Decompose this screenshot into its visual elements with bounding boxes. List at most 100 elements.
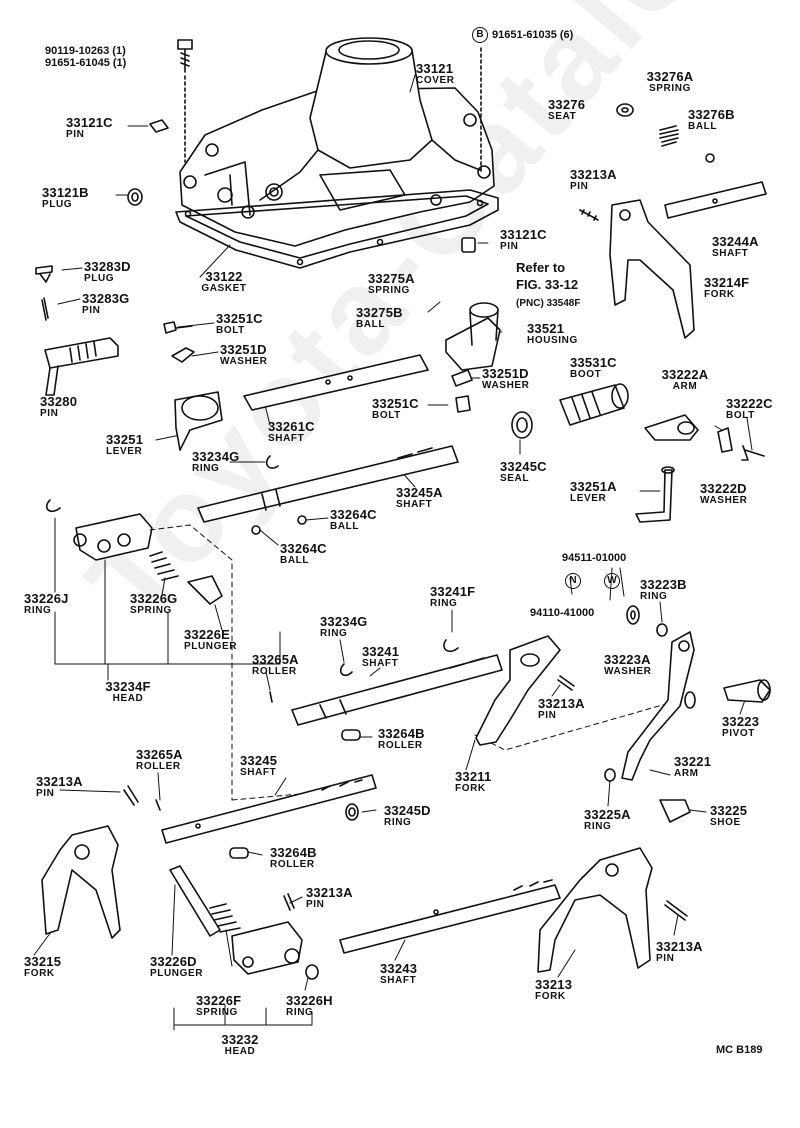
lever-33251a (635, 466, 675, 523)
part-number: 33241F (430, 584, 476, 599)
refer-line1: Refer to (516, 260, 566, 275)
part-number: 33275A (368, 271, 415, 286)
arm-33221 (621, 631, 696, 781)
part-number: 33245 (240, 753, 278, 768)
part-name: PLUNGER (150, 968, 204, 979)
part-name: PIN (82, 305, 101, 316)
part-number: 33234F (105, 679, 151, 694)
part-number: 33225A (584, 807, 631, 822)
part-number: 33121C (66, 115, 113, 130)
shaft-33245 (161, 774, 377, 844)
part-name: RING (640, 591, 668, 602)
part-name: WASHER (700, 495, 748, 506)
part-name: LEVER (570, 493, 607, 504)
part-number: 33214F (704, 275, 750, 290)
part-name: BALL (330, 521, 360, 532)
part-number: 33245C (500, 459, 547, 474)
part-number: 33225 (710, 803, 748, 818)
part-number: 33223A (604, 652, 651, 667)
symbol-n: N (565, 573, 581, 589)
part-number: 33245A (396, 485, 443, 500)
part-number: 33121C (500, 227, 547, 242)
part-name: HOUSING (527, 335, 578, 346)
part-name: ROLLER (270, 859, 315, 870)
part-name: PIN (538, 710, 557, 721)
pivot-33223 (723, 679, 771, 703)
arm-33222a (644, 414, 699, 441)
footer-code: MC B189 (716, 1044, 763, 1056)
part-number: 33213A (36, 774, 83, 789)
part-name: BALL (280, 555, 310, 566)
fork-33211 (475, 635, 561, 746)
part-number: 33226D (150, 954, 197, 969)
part-number: 33226J (24, 591, 69, 606)
part-name: BOLT (216, 325, 245, 336)
part-number: 33245D (384, 803, 431, 818)
top-bolt-2: 91651-61045 (1) (45, 56, 127, 69)
head-33232 (231, 921, 303, 975)
part-number: 33213A (570, 167, 617, 182)
symbol-w-part: 94511-01000 (562, 552, 627, 564)
part-name: RING (286, 1007, 314, 1018)
part-number: 33264C (330, 507, 377, 522)
part-name: ROLLER (136, 761, 181, 772)
pin-33280 (44, 337, 119, 396)
part-name: PIN (500, 241, 519, 252)
part-number: 33223 (722, 714, 760, 729)
part-name: SHAFT (396, 499, 433, 510)
part-number: 33251C (372, 396, 419, 411)
symbol-w: W (604, 573, 620, 589)
part-number: 33275B (356, 305, 403, 320)
part-number: 33226F (196, 993, 242, 1008)
part-number: 33276A (646, 69, 694, 84)
boot-33531c (559, 383, 629, 426)
part-number: 33251A (570, 479, 617, 494)
part-name: RING (24, 605, 52, 616)
housing-33521 (445, 302, 501, 371)
part-name: SHAFT (712, 248, 749, 259)
part-number: 33121 (416, 61, 454, 76)
part-number: 33283G (82, 291, 130, 306)
part-number: 33251D (482, 366, 529, 381)
part-number: 33244A (712, 234, 759, 249)
part-name: PLUNGER (184, 641, 238, 652)
part-name: BALL (356, 319, 386, 330)
part-name: PIN (36, 788, 55, 799)
shaft-33241 (291, 654, 503, 726)
part-number: 33251D (220, 342, 267, 357)
part-number: 33226H (286, 993, 333, 1008)
part-number: 33283D (84, 259, 131, 274)
part-name: ARM (672, 381, 698, 392)
part-name: HEAD (112, 693, 144, 704)
